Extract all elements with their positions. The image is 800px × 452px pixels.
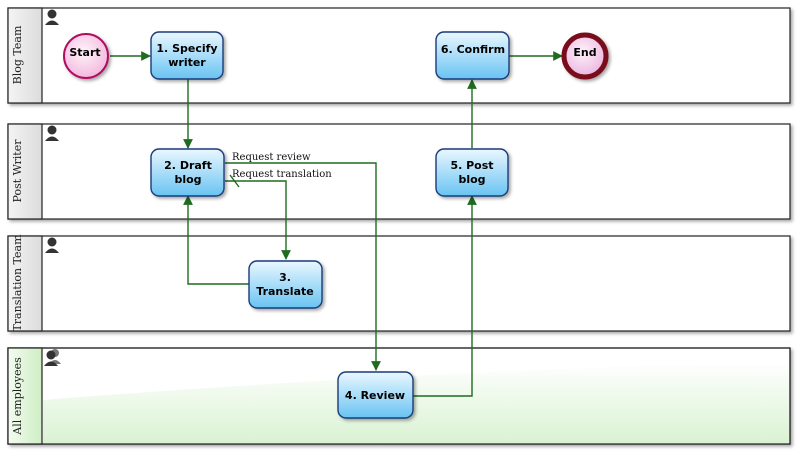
flow-request-review xyxy=(225,162,381,371)
person-icon xyxy=(45,9,59,25)
flow-label-request-translation: Request translation xyxy=(232,169,332,180)
start-event-label: Start xyxy=(69,46,100,59)
flow-translate-to-draft xyxy=(183,195,250,285)
task-label-line: blog xyxy=(458,173,485,186)
lane-label: Blog Team xyxy=(11,25,24,84)
flows xyxy=(110,51,563,397)
task-label-line: Translate xyxy=(256,285,313,298)
person-icon xyxy=(45,237,59,253)
task-review[interactable]: 4. Review xyxy=(337,371,414,419)
default-flow-marker xyxy=(229,174,240,188)
task-confirm[interactable]: 6. Confirm xyxy=(435,31,510,80)
task-label-line: 6. Confirm xyxy=(441,43,505,56)
lane-post-writer: Post Writer xyxy=(7,123,791,220)
task-specify-writer[interactable]: 1. Specify writer xyxy=(150,31,224,80)
task-label-line: writer xyxy=(168,56,206,69)
task-label-line: 3. xyxy=(279,271,291,284)
task-post-blog[interactable]: 5. Post blog xyxy=(435,148,509,197)
task-label-line: 4. Review xyxy=(345,389,405,402)
lane-label: All employees xyxy=(11,357,24,436)
task-label-line: 1. Specify xyxy=(156,42,217,55)
start-event[interactable]: Start xyxy=(63,33,109,79)
person-icon xyxy=(45,125,59,141)
lane-label: Post Writer xyxy=(11,139,24,203)
group-icon xyxy=(44,349,61,366)
flow-request-translation xyxy=(225,180,291,260)
flow-review-to-post xyxy=(413,195,477,397)
task-label-line: blog xyxy=(174,173,201,186)
task-draft-blog[interactable]: 2. Draft blog xyxy=(150,148,225,197)
lane-translation-team: Translation Team xyxy=(7,234,791,332)
task-label-line: 5. Post xyxy=(450,159,493,172)
end-event-label: End xyxy=(573,46,596,59)
task-translate[interactable]: 3. Translate xyxy=(248,260,323,309)
lane-label: Translation Team xyxy=(11,234,24,332)
task-label-line: 2. Draft xyxy=(164,159,212,172)
end-event[interactable]: End xyxy=(561,32,609,80)
flow-label-request-review: Request review xyxy=(232,152,311,163)
